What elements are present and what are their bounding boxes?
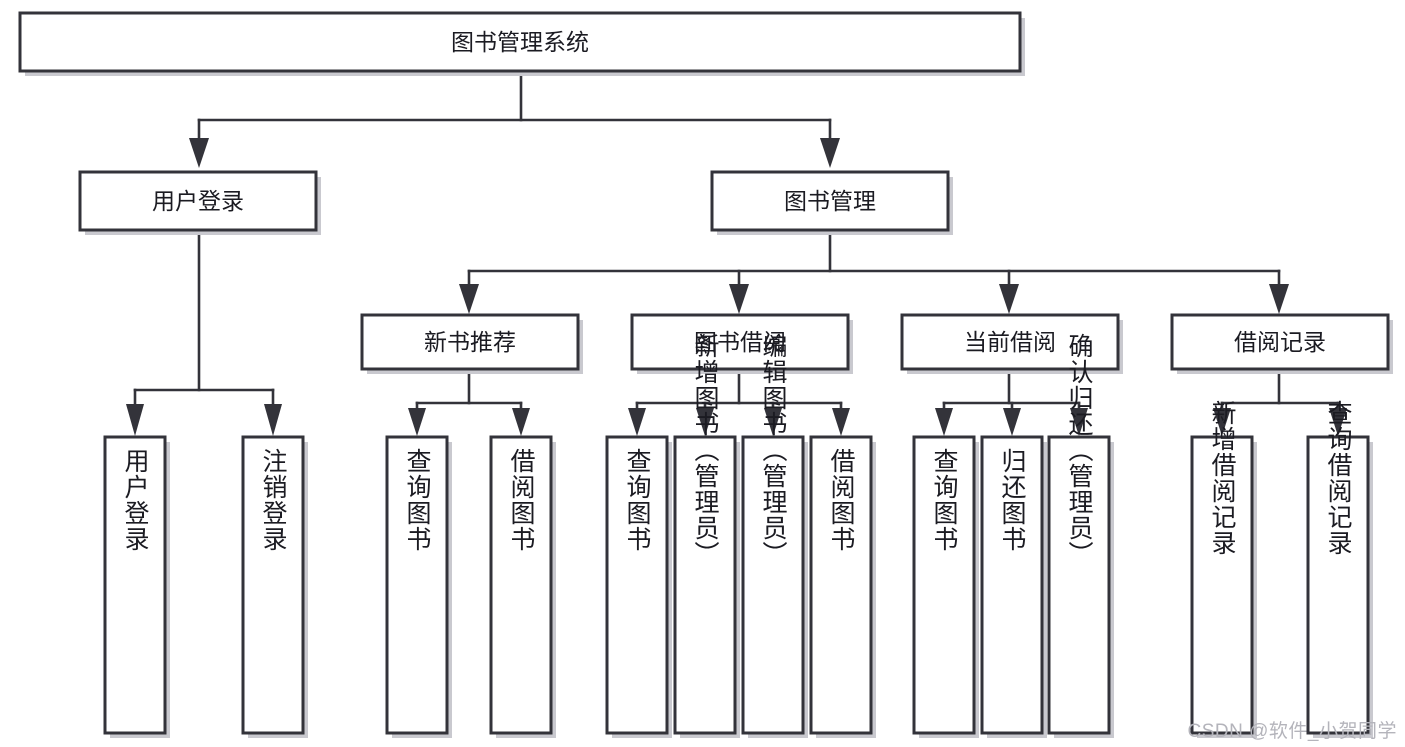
arrowhead-borrowrecord-leaf-1: [1213, 408, 1231, 436]
arrowhead-new-book: [459, 284, 479, 314]
node-leaf-borrowrecord-add[interactable]: 新增借阅记录: [1190, 400, 1257, 738]
node-leaf-borrowbook-query-label: 查询图书: [623, 448, 652, 552]
node-leaf-currentborrow-confirm[interactable]: 确认归还（管理员）: [1047, 333, 1114, 738]
node-leaf-newbook-borrow[interactable]: 借阅图书: [489, 435, 556, 738]
node-leaf-borrowbook-edit-label: 编辑图书（管理员）: [759, 333, 788, 567]
node-leaf-borrowbook-add-label: 新增图书（管理员）: [691, 333, 720, 567]
connector-layer: [126, 74, 1347, 436]
node-leaf-currentborrow-confirm-label: 确认归还（管理员）: [1065, 333, 1094, 567]
node-book-borrow-box: [630, 313, 850, 371]
node-new-book-recommend-box: [360, 313, 580, 371]
node-leaf-borrowbook-edit[interactable]: 编辑图书（管理员）: [741, 333, 808, 738]
node-leaf-borrowrecord-query-box: [1306, 435, 1370, 735]
node-leaf-user-login-box: [103, 435, 167, 735]
arrowhead-borrowbook-leaf-2: [696, 408, 714, 436]
node-leaf-borrowbook-borrow-box: [809, 435, 873, 735]
node-leaf-currentborrow-confirm-box: [1047, 435, 1111, 735]
arrowhead-newbook-leaf-1: [408, 408, 426, 436]
node-leaf-borrowrecord-add-box: [1190, 435, 1254, 735]
node-book-borrow-label: 图书借阅: [694, 329, 786, 355]
arrowhead-borrowbook-leaf-3: [764, 408, 782, 436]
node-book-borrow[interactable]: 图书借阅: [630, 313, 853, 374]
node-leaf-currentborrow-return[interactable]: 归还图书: [980, 435, 1047, 738]
node-leaf-newbook-borrow-box: [489, 435, 553, 735]
node-borrow-record-label: 借阅记录: [1234, 329, 1326, 355]
node-user-login-label: 用户登录: [152, 188, 244, 214]
node-leaf-logout-box: [241, 435, 305, 735]
node-root-box: [18, 11, 1022, 73]
node-leaf-user-login-label: 用户登录: [121, 448, 150, 552]
arrowhead-leaf-logout: [264, 404, 282, 436]
arrowhead-currentborrow-leaf-3: [1070, 408, 1088, 436]
node-leaf-user-login[interactable]: 用户登录: [103, 435, 170, 738]
arrowhead-borrowbook-leaf-4: [832, 408, 850, 436]
node-leaf-currentborrow-query-label: 查询图书: [930, 448, 959, 552]
node-user-login-box: [78, 170, 318, 232]
node-current-borrow-label: 当前借阅: [964, 329, 1056, 355]
node-leaf-currentborrow-return-label: 归还图书: [998, 448, 1027, 552]
node-current-borrow-box: [900, 313, 1120, 371]
arrowhead-currentborrow-leaf-2: [1003, 408, 1021, 436]
node-book-management-box: [710, 170, 950, 232]
node-leaf-newbook-query[interactable]: 查询图书: [385, 435, 452, 738]
node-borrow-record[interactable]: 借阅记录: [1170, 313, 1393, 374]
node-borrow-record-box: [1170, 313, 1390, 371]
node-new-book-recommend[interactable]: 新书推荐: [360, 313, 583, 374]
node-leaf-borrowrecord-query[interactable]: 查询借阅记录: [1306, 400, 1373, 738]
node-root[interactable]: 图书管理系统: [18, 11, 1025, 76]
node-leaf-newbook-query-label: 查询图书: [403, 448, 432, 552]
arrowhead-leaf-user-login: [126, 404, 144, 436]
node-leaf-borrowrecord-query-label: 查询借阅记录: [1324, 400, 1353, 556]
arrowhead-user-login: [189, 138, 209, 168]
arrowhead-newbook-leaf-2: [512, 408, 530, 436]
node-leaf-newbook-borrow-label: 借阅图书: [507, 448, 536, 552]
node-leaf-currentborrow-query[interactable]: 查询图书: [912, 435, 979, 738]
arrowhead-currentborrow-leaf-1: [935, 408, 953, 436]
node-leaf-borrowbook-add-box: [673, 435, 737, 735]
node-new-book-recommend-label: 新书推荐: [424, 329, 516, 355]
node-current-borrow[interactable]: 当前借阅: [900, 313, 1123, 374]
node-leaf-currentborrow-return-box: [980, 435, 1044, 735]
arrowhead-borrowrecord-leaf-2: [1329, 408, 1347, 436]
node-user-login[interactable]: 用户登录: [78, 170, 321, 235]
node-root-label: 图书管理系统: [451, 29, 589, 55]
arrowhead-book-mgmt: [820, 138, 840, 168]
node-book-management[interactable]: 图书管理: [710, 170, 953, 235]
node-leaf-borrowbook-edit-box: [741, 435, 805, 735]
arrowhead-borrowbook-leaf-1: [628, 408, 646, 436]
node-leaf-currentborrow-query-box: [912, 435, 976, 735]
node-leaf-borrowbook-add[interactable]: 新增图书（管理员）: [673, 333, 740, 738]
node-leaf-logout-label: 注销登录: [259, 448, 288, 552]
node-leaf-borrowbook-query-box: [605, 435, 669, 735]
node-book-management-label: 图书管理: [784, 188, 876, 214]
node-leaf-newbook-query-box: [385, 435, 449, 735]
arrowhead-current-borrow: [999, 284, 1019, 314]
arrowhead-borrow-record: [1269, 284, 1289, 314]
node-leaf-borrowbook-query[interactable]: 查询图书: [605, 435, 672, 738]
node-leaf-logout[interactable]: 注销登录: [241, 435, 308, 738]
node-leaf-borrowrecord-add-label: 新增借阅记录: [1208, 400, 1237, 556]
node-leaf-borrowbook-borrow-label: 借阅图书: [827, 448, 856, 552]
arrowhead-borrow-book: [729, 284, 749, 314]
node-leaf-borrowbook-borrow[interactable]: 借阅图书: [809, 435, 876, 738]
